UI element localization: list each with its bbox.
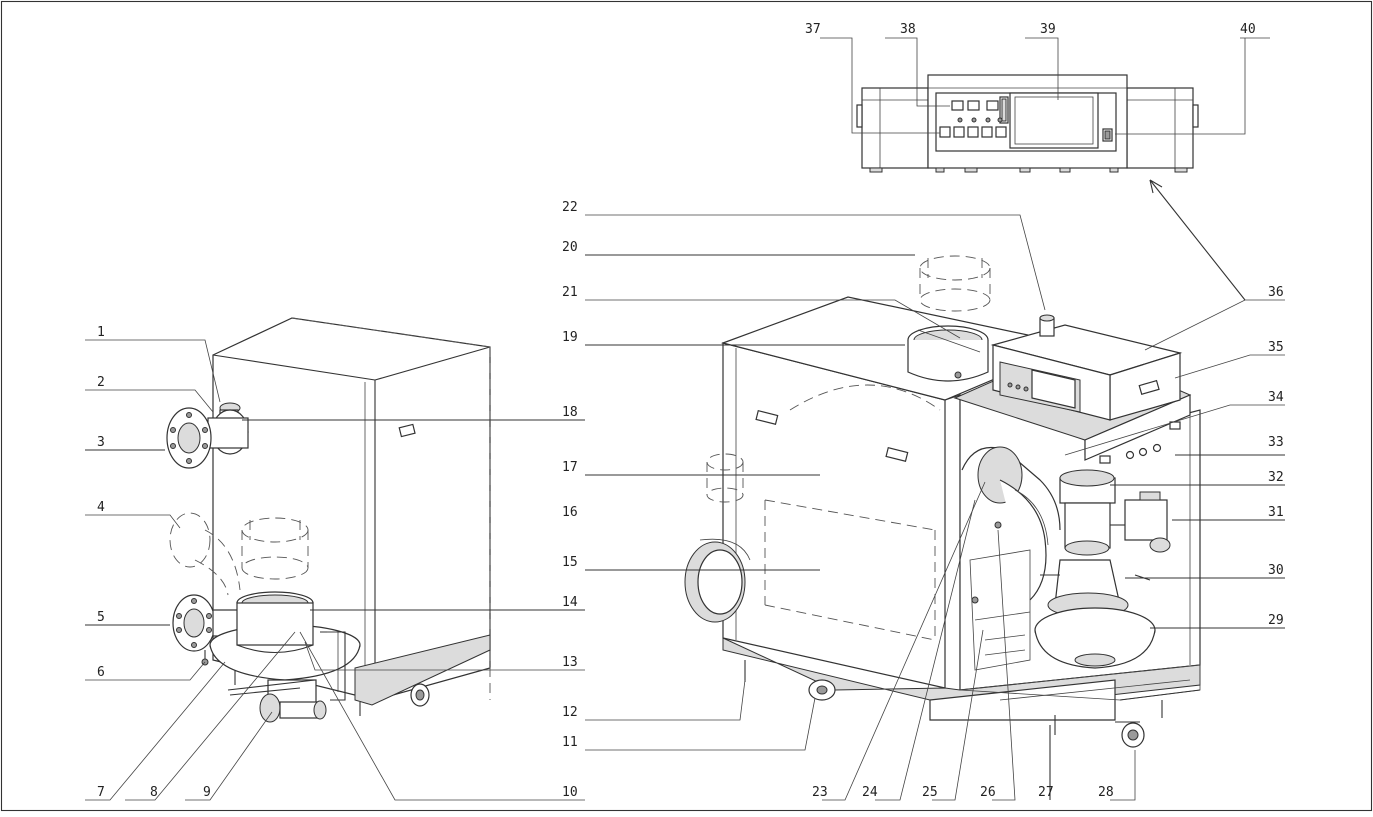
right-boiler-unit — [684, 255, 1201, 748]
callout-labels: 1 2 3 4 5 6 7 8 9 10 11 12 13 14 15 16 1… — [97, 22, 1284, 800]
callout-25: 25 — [922, 785, 938, 800]
callout-22: 22 — [562, 200, 578, 215]
callout-28: 28 — [1098, 785, 1114, 800]
callout-12: 12 — [562, 705, 578, 720]
callout-32: 32 — [1268, 470, 1284, 485]
callout-21: 21 — [562, 285, 578, 300]
callout-10: 10 — [562, 785, 578, 800]
leader-lines — [85, 37, 1285, 801]
callout-6: 6 — [97, 665, 105, 680]
callout-33: 33 — [1268, 435, 1284, 450]
callout-4: 4 — [97, 500, 105, 515]
callout-20: 20 — [562, 240, 578, 255]
callout-5: 5 — [97, 610, 105, 625]
callout-8: 8 — [150, 785, 158, 800]
callout-39: 39 — [1040, 22, 1056, 37]
callout-11: 11 — [562, 735, 578, 750]
callout-40: 40 — [1240, 22, 1256, 37]
callout-13: 13 — [562, 655, 578, 670]
callout-34: 34 — [1268, 390, 1284, 405]
callout-1: 1 — [97, 325, 105, 340]
callout-17: 17 — [562, 460, 578, 475]
side-panel — [722, 342, 946, 689]
control-panel-detail — [856, 74, 1199, 173]
callout-16: 16 — [562, 505, 578, 520]
callout-2: 2 — [97, 375, 105, 390]
callout-24: 24 — [862, 785, 878, 800]
display-screen — [1009, 92, 1099, 149]
callout-23: 23 — [812, 785, 828, 800]
callout-31: 31 — [1268, 505, 1284, 520]
gas-valve — [1124, 499, 1168, 541]
callout-15: 15 — [562, 555, 578, 570]
callout-18: 18 — [562, 405, 578, 420]
callout-36: 36 — [1268, 285, 1284, 300]
callout-30: 30 — [1268, 563, 1284, 578]
callout-38: 38 — [900, 22, 916, 37]
callout-9: 9 — [203, 785, 211, 800]
callout-14: 14 — [562, 595, 578, 610]
callout-26: 26 — [980, 785, 996, 800]
callout-7: 7 — [97, 785, 105, 800]
callout-29: 29 — [1268, 613, 1284, 628]
callout-37: 37 — [805, 22, 821, 37]
callout-35: 35 — [1268, 340, 1284, 355]
callout-27: 27 — [1038, 785, 1054, 800]
callout-19: 19 — [562, 330, 578, 345]
left-boiler-unit — [166, 317, 491, 723]
callout-3: 3 — [97, 435, 105, 450]
